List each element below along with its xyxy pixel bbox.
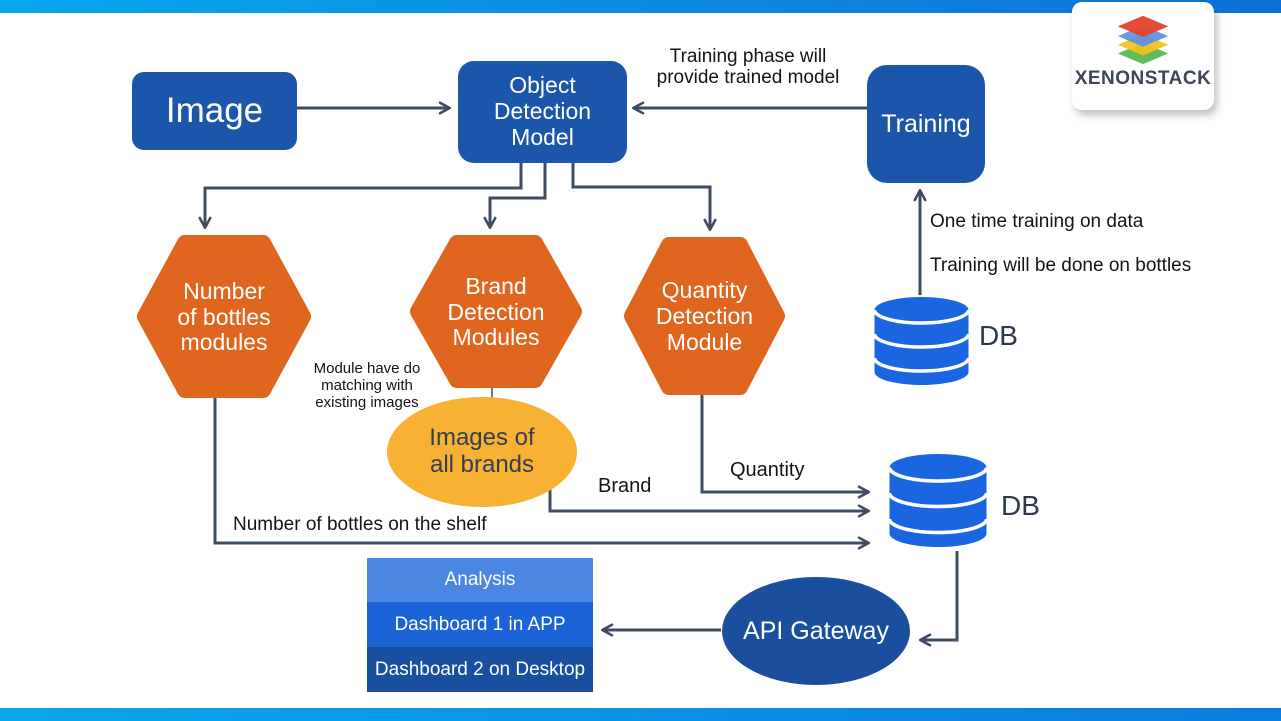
one-time-training-annotation: One time training on data [930, 211, 1144, 232]
table-row-dashboard1: Dashboard 1 in APP [367, 602, 593, 647]
arrow-model-to-brand-hex [483, 163, 547, 230]
api-gateway-label: API Gateway [743, 617, 889, 645]
brand-detection-label: Brand Detection Modules [447, 272, 545, 351]
hexagon-shape [137, 235, 311, 398]
training-phase-annotation: Training phase will provide trained mode… [656, 46, 840, 88]
images-of-all-brands-label: Images of all brands [429, 424, 535, 478]
quantity-detection-label: Quantity Detection Module [655, 277, 754, 355]
table-row-label: Dashboard 1 in APP [394, 613, 566, 635]
module-matching-annotation: Module have do matching with existing im… [313, 360, 421, 411]
results-db-cylinder [888, 454, 988, 547]
brand-line-label: Brand [598, 475, 652, 497]
quantity-line-label: Quantity [730, 459, 805, 481]
xenonstack-logo-text: XENONSTACK [1074, 68, 1212, 89]
arrow-number-hex-to-db [213, 398, 871, 550]
object-detection-model-node: Object Detection Model [458, 61, 627, 163]
hexagon-shape [410, 235, 582, 388]
number-of-bottles-label: Number of bottles modules [177, 277, 271, 356]
arrow-brand-to-db [548, 487, 871, 518]
hexagon-shape [624, 237, 785, 395]
arrow-db-to-api-gateway [918, 551, 959, 647]
training-node: Training [867, 65, 985, 183]
api-gateway-node: API Gateway [722, 577, 910, 685]
top-brand-bar [0, 0, 1281, 13]
table-row-label: Analysis [444, 569, 516, 590]
training-db-cylinder [873, 297, 970, 385]
arrow-model-to-quantity-hex [571, 163, 717, 232]
training-on-bottles-annotation: Training will be done on bottles [930, 255, 1192, 276]
table-row-dashboard2: Dashboard 2 on Desktop [367, 647, 593, 692]
object-detection-model-label: Object Detection Model [493, 72, 592, 150]
training-db-label: DB [979, 320, 1018, 351]
number-of-bottles-hexagon: Number of bottles modules [135, 235, 313, 398]
images-of-all-brands-node: Images of all brands [387, 397, 577, 507]
arrow-quantity-to-db [700, 394, 871, 499]
table-row-label: Dashboard 2 on Desktop [374, 658, 586, 680]
image-node: Image [132, 72, 297, 150]
training-node-label: Training [881, 110, 971, 138]
xenonstack-logo-card: XENONSTACK [1072, 2, 1214, 110]
brand-detection-hexagon: Brand Detection Modules [408, 235, 584, 388]
bottom-brand-bar [0, 708, 1281, 721]
image-node-label: Image [165, 91, 264, 131]
arrow-model-to-number-hex [198, 163, 523, 230]
table-row-analysis: Analysis [367, 558, 593, 602]
analysis-dashboard-table: Analysis Dashboard 1 in APP Dashboard 2 … [367, 558, 593, 692]
results-db-label: DB [1001, 490, 1040, 521]
bottles-on-shelf-label: Number of bottles on the shelf [233, 514, 487, 535]
xenonstack-stack-icon [1117, 15, 1169, 65]
quantity-detection-hexagon: Quantity Detection Module [623, 237, 786, 395]
